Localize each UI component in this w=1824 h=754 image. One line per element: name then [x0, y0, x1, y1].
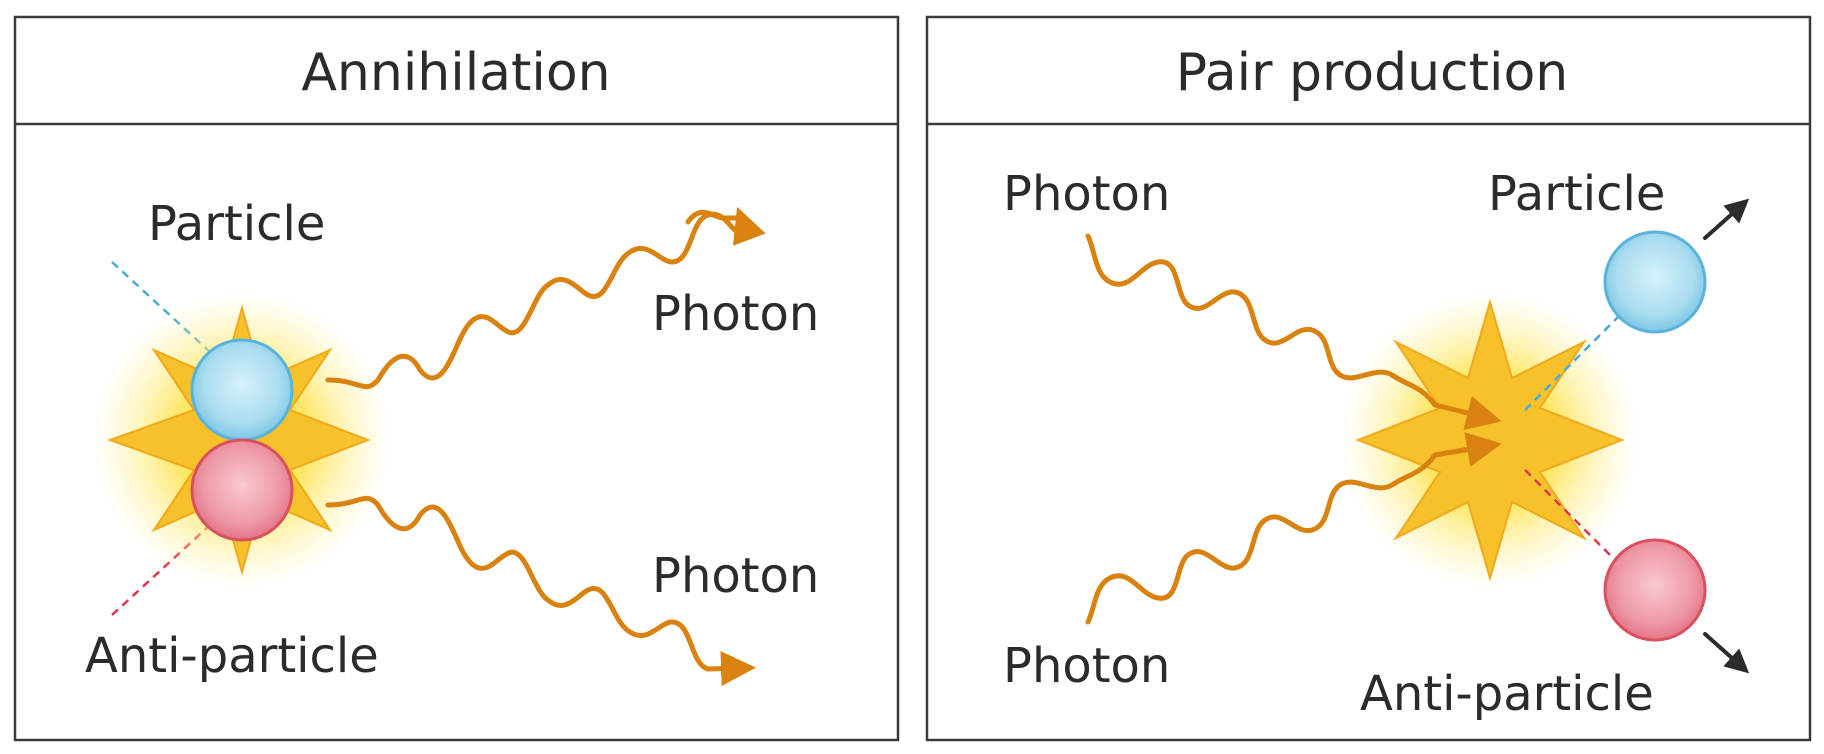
annihilation-panel: Annihilation Particle Anti-particle Phot… — [13, 15, 900, 742]
anti-particle-direction-arrow — [1703, 632, 1750, 674]
photon-wave-bottom — [325, 495, 756, 687]
anti-particle-label: Anti-particle — [85, 628, 379, 684]
particle-label-right: Particle — [1488, 166, 1665, 222]
pair-production-panel: Pair production Photon Photon Particle A… — [925, 15, 1812, 742]
photon-label-top-right: Photon — [1003, 166, 1170, 222]
particle-ball — [190, 338, 294, 442]
photon-wave-incoming-top — [1085, 233, 1502, 430]
particle-direction-arrow — [1703, 198, 1750, 240]
photon-wave-incoming-bottom — [1085, 432, 1502, 625]
anti-particle-label-right: Anti-particle — [1360, 666, 1654, 722]
anti-particle-ball-right — [1603, 538, 1707, 642]
photon-label-top: Photon — [652, 286, 819, 342]
photon-label-bottom: Photon — [652, 548, 819, 604]
anti-particle-ball — [190, 438, 294, 542]
particle-label: Particle — [148, 196, 325, 252]
burst-star-right — [1355, 298, 1625, 582]
photon-label-bottom-right: Photon — [1003, 638, 1170, 694]
pair-production-title: Pair production — [1176, 43, 1568, 103]
particle-ball-right — [1603, 230, 1707, 334]
annihilation-title: Annihilation — [301, 43, 610, 103]
photon-wave-top — [325, 206, 766, 390]
photon-wave-top-end — [685, 209, 743, 225]
